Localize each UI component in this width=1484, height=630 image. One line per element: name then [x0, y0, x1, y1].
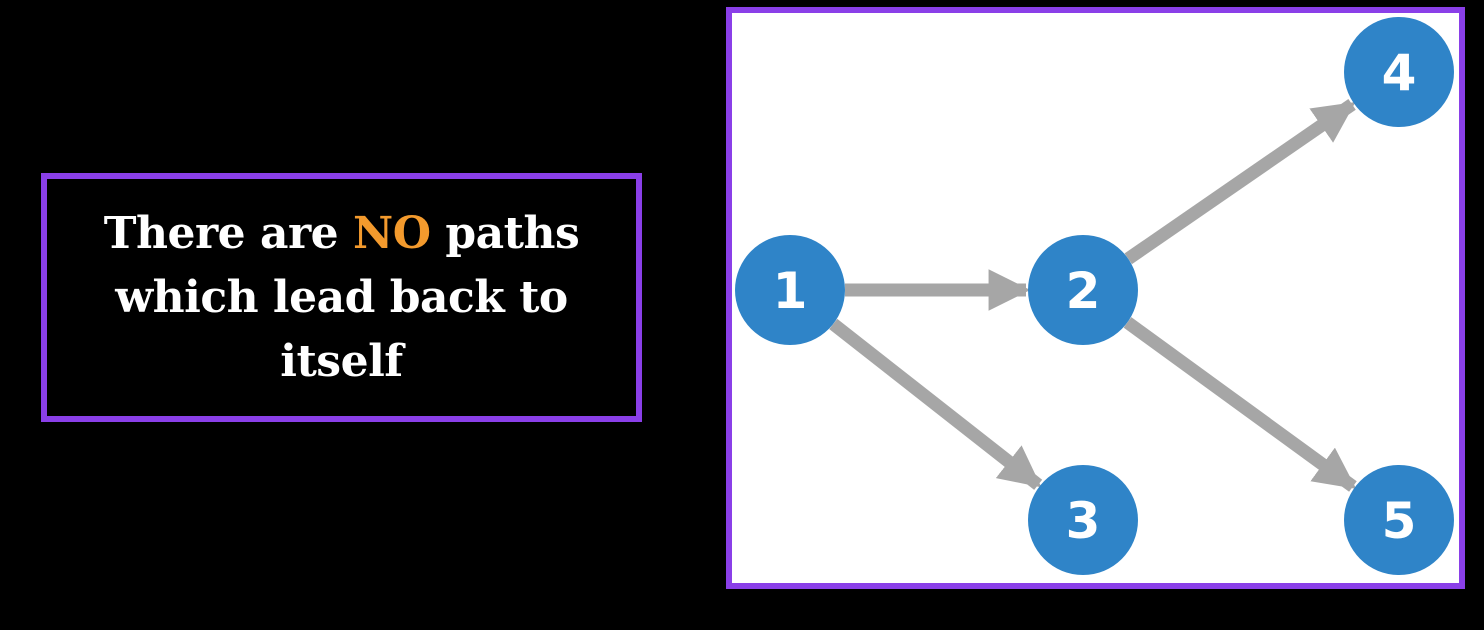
node-label: 3 [1066, 492, 1101, 550]
node-circle [735, 235, 845, 345]
node-1: 1 [735, 235, 845, 345]
node-label: 2 [1066, 262, 1101, 320]
statement-text: There are NO paths which lead back to it… [82, 202, 602, 394]
statement-highlight: NO [353, 207, 431, 259]
node-label: 1 [773, 262, 808, 320]
statement-box: There are NO paths which lead back to it… [41, 173, 642, 422]
edge-2-to-4 [1124, 99, 1356, 265]
node-circle [1344, 17, 1454, 127]
graph-diagram: 1 2 3 4 5 [735, 17, 1454, 575]
node-circle [1344, 465, 1454, 575]
node-circle [1028, 235, 1138, 345]
graph-diagram-panel: 1 2 3 4 5 [726, 7, 1465, 589]
statement-after: paths which lead back to itself [115, 207, 580, 387]
node-5: 5 [1344, 465, 1454, 575]
node-3: 3 [1028, 465, 1138, 575]
node-4: 4 [1344, 17, 1454, 127]
nodes-layer: 1 2 3 4 5 [735, 17, 1454, 575]
node-circle [1028, 465, 1138, 575]
node-2: 2 [1028, 235, 1138, 345]
edge-1-to-3 [829, 318, 1043, 490]
statement-before: There are [103, 207, 353, 259]
node-label: 5 [1382, 492, 1417, 550]
edge-2-to-5 [1123, 317, 1357, 492]
edges-layer [829, 99, 1357, 492]
node-label: 4 [1382, 44, 1417, 102]
